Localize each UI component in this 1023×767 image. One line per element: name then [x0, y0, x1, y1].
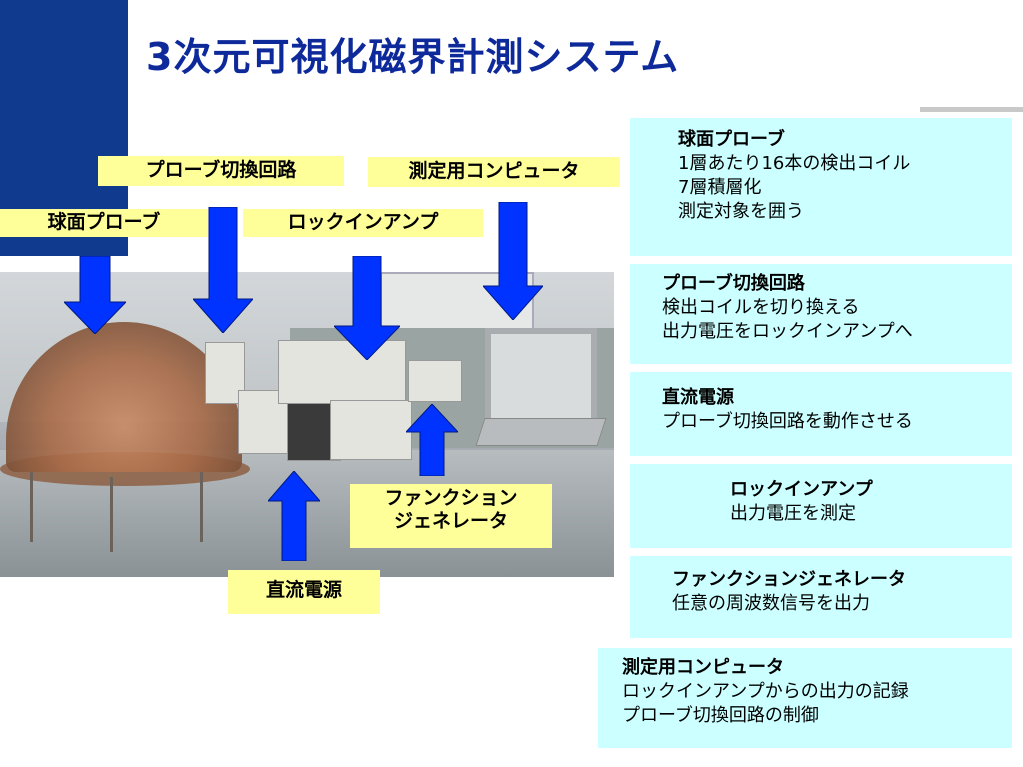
panel-line: 1層あたり16本の検出コイル [678, 152, 911, 174]
panel-sphere-probe: 球面プローブ 1層あたり16本の検出コイル 7層積層化 測定対象を囲う [630, 118, 1012, 256]
label-probe-switch: プローブ切換回路 [98, 156, 344, 186]
panel-heading: 直流電源 [662, 387, 734, 408]
photo-function-gen [408, 360, 462, 402]
photo-laptop-base [475, 418, 607, 446]
photo-switch-board [205, 342, 245, 404]
photo-leg [30, 472, 33, 542]
panel-line: 7層積層化 [678, 176, 762, 198]
label-computer: 測定用コンピュータ [368, 157, 620, 187]
panel-heading: 球面プローブ [678, 129, 785, 150]
photo-leg [200, 472, 203, 542]
panel-heading: 測定用コンピュータ [622, 657, 784, 678]
panel-line: ロックインアンプからの出力の記録 [622, 680, 909, 702]
panel-heading: プローブ切換回路 [662, 273, 805, 294]
panel-line: 検出コイルを切り換える [662, 296, 860, 318]
arrow-to-function-gen [406, 404, 458, 476]
panel-line: 測定対象を囲う [678, 200, 804, 222]
label-function-gen-line1: ファンクション [384, 487, 518, 509]
arrow-to-dc-power [268, 471, 320, 561]
panel-line: 任意の周波数信号を出力 [672, 592, 870, 614]
panel-probe-switch: プローブ切換回路 検出コイルを切り換える 出力電圧をロックインアンプへ [630, 264, 1012, 364]
arrow-to-computer [483, 202, 543, 320]
photo-instrument [330, 400, 412, 460]
panel-dc-power: 直流電源 プローブ切換回路を動作させる [630, 372, 1012, 456]
photo-leg [110, 477, 113, 552]
photo-laptop-screen [485, 328, 597, 424]
panel-computer: 測定用コンピュータ ロックインアンプからの出力の記録 プローブ切換回路の制御 [598, 648, 1012, 748]
photo-lockin [278, 340, 406, 404]
label-sphere-probe: 球面プローブ [0, 209, 208, 237]
panel-line: 出力電圧をロックインアンプへ [662, 320, 913, 342]
title-rule [920, 107, 1023, 112]
panel-line: プローブ切換回路を動作させる [662, 410, 913, 432]
arrow-to-lockin [334, 256, 400, 360]
panel-heading: ロックインアンプ [730, 479, 873, 500]
label-function-gen: ファンクション ジェネレータ [350, 484, 552, 548]
arrow-to-sphere-probe [64, 256, 126, 334]
slide-title: 3次元可視化磁界計測システム [146, 35, 680, 79]
panel-function-gen: ファンクションジェネレータ 任意の周波数信号を出力 [630, 556, 1012, 638]
panel-line: 出力電圧を測定 [730, 502, 856, 524]
panel-line: プローブ切換回路の制御 [622, 704, 819, 726]
label-dc-power: 直流電源 [228, 570, 380, 614]
panel-lockin: ロックインアンプ 出力電圧を測定 [630, 464, 1012, 548]
label-function-gen-line2: ジェネレータ [393, 509, 508, 532]
panel-heading: ファンクションジェネレータ [672, 569, 906, 590]
arrow-to-probe-switch [193, 207, 253, 333]
label-lockin: ロックインアンプ [243, 209, 483, 237]
